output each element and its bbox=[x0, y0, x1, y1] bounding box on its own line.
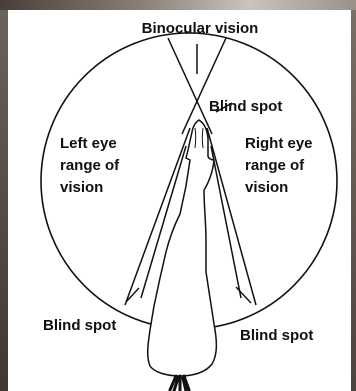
horse-tail bbox=[170, 376, 189, 391]
right-range-label-line3: vision bbox=[245, 179, 288, 196]
right-blind-spot-label: Blind spot bbox=[240, 327, 313, 344]
right-range-label-line2: range of bbox=[245, 157, 305, 174]
left-range-label-line2: range of bbox=[60, 157, 120, 174]
left-range-label-line3: vision bbox=[60, 179, 103, 196]
binocular-vision-label: Binocular vision bbox=[142, 20, 259, 37]
right-blind-boundary-outer bbox=[207, 128, 256, 305]
binocular-boundary-left bbox=[168, 38, 212, 134]
binocular-boundary-right bbox=[182, 38, 226, 134]
left-blind-spot-label: Blind spot bbox=[43, 317, 116, 334]
right-range-label-line1: Right eye bbox=[245, 135, 313, 152]
left-range-label-line1: Left eye bbox=[60, 135, 117, 152]
right-blind-spot-pointer bbox=[236, 287, 251, 303]
right-blind-boundary-inner bbox=[211, 146, 241, 298]
front-blind-spot-label: Blind spot bbox=[209, 98, 282, 115]
